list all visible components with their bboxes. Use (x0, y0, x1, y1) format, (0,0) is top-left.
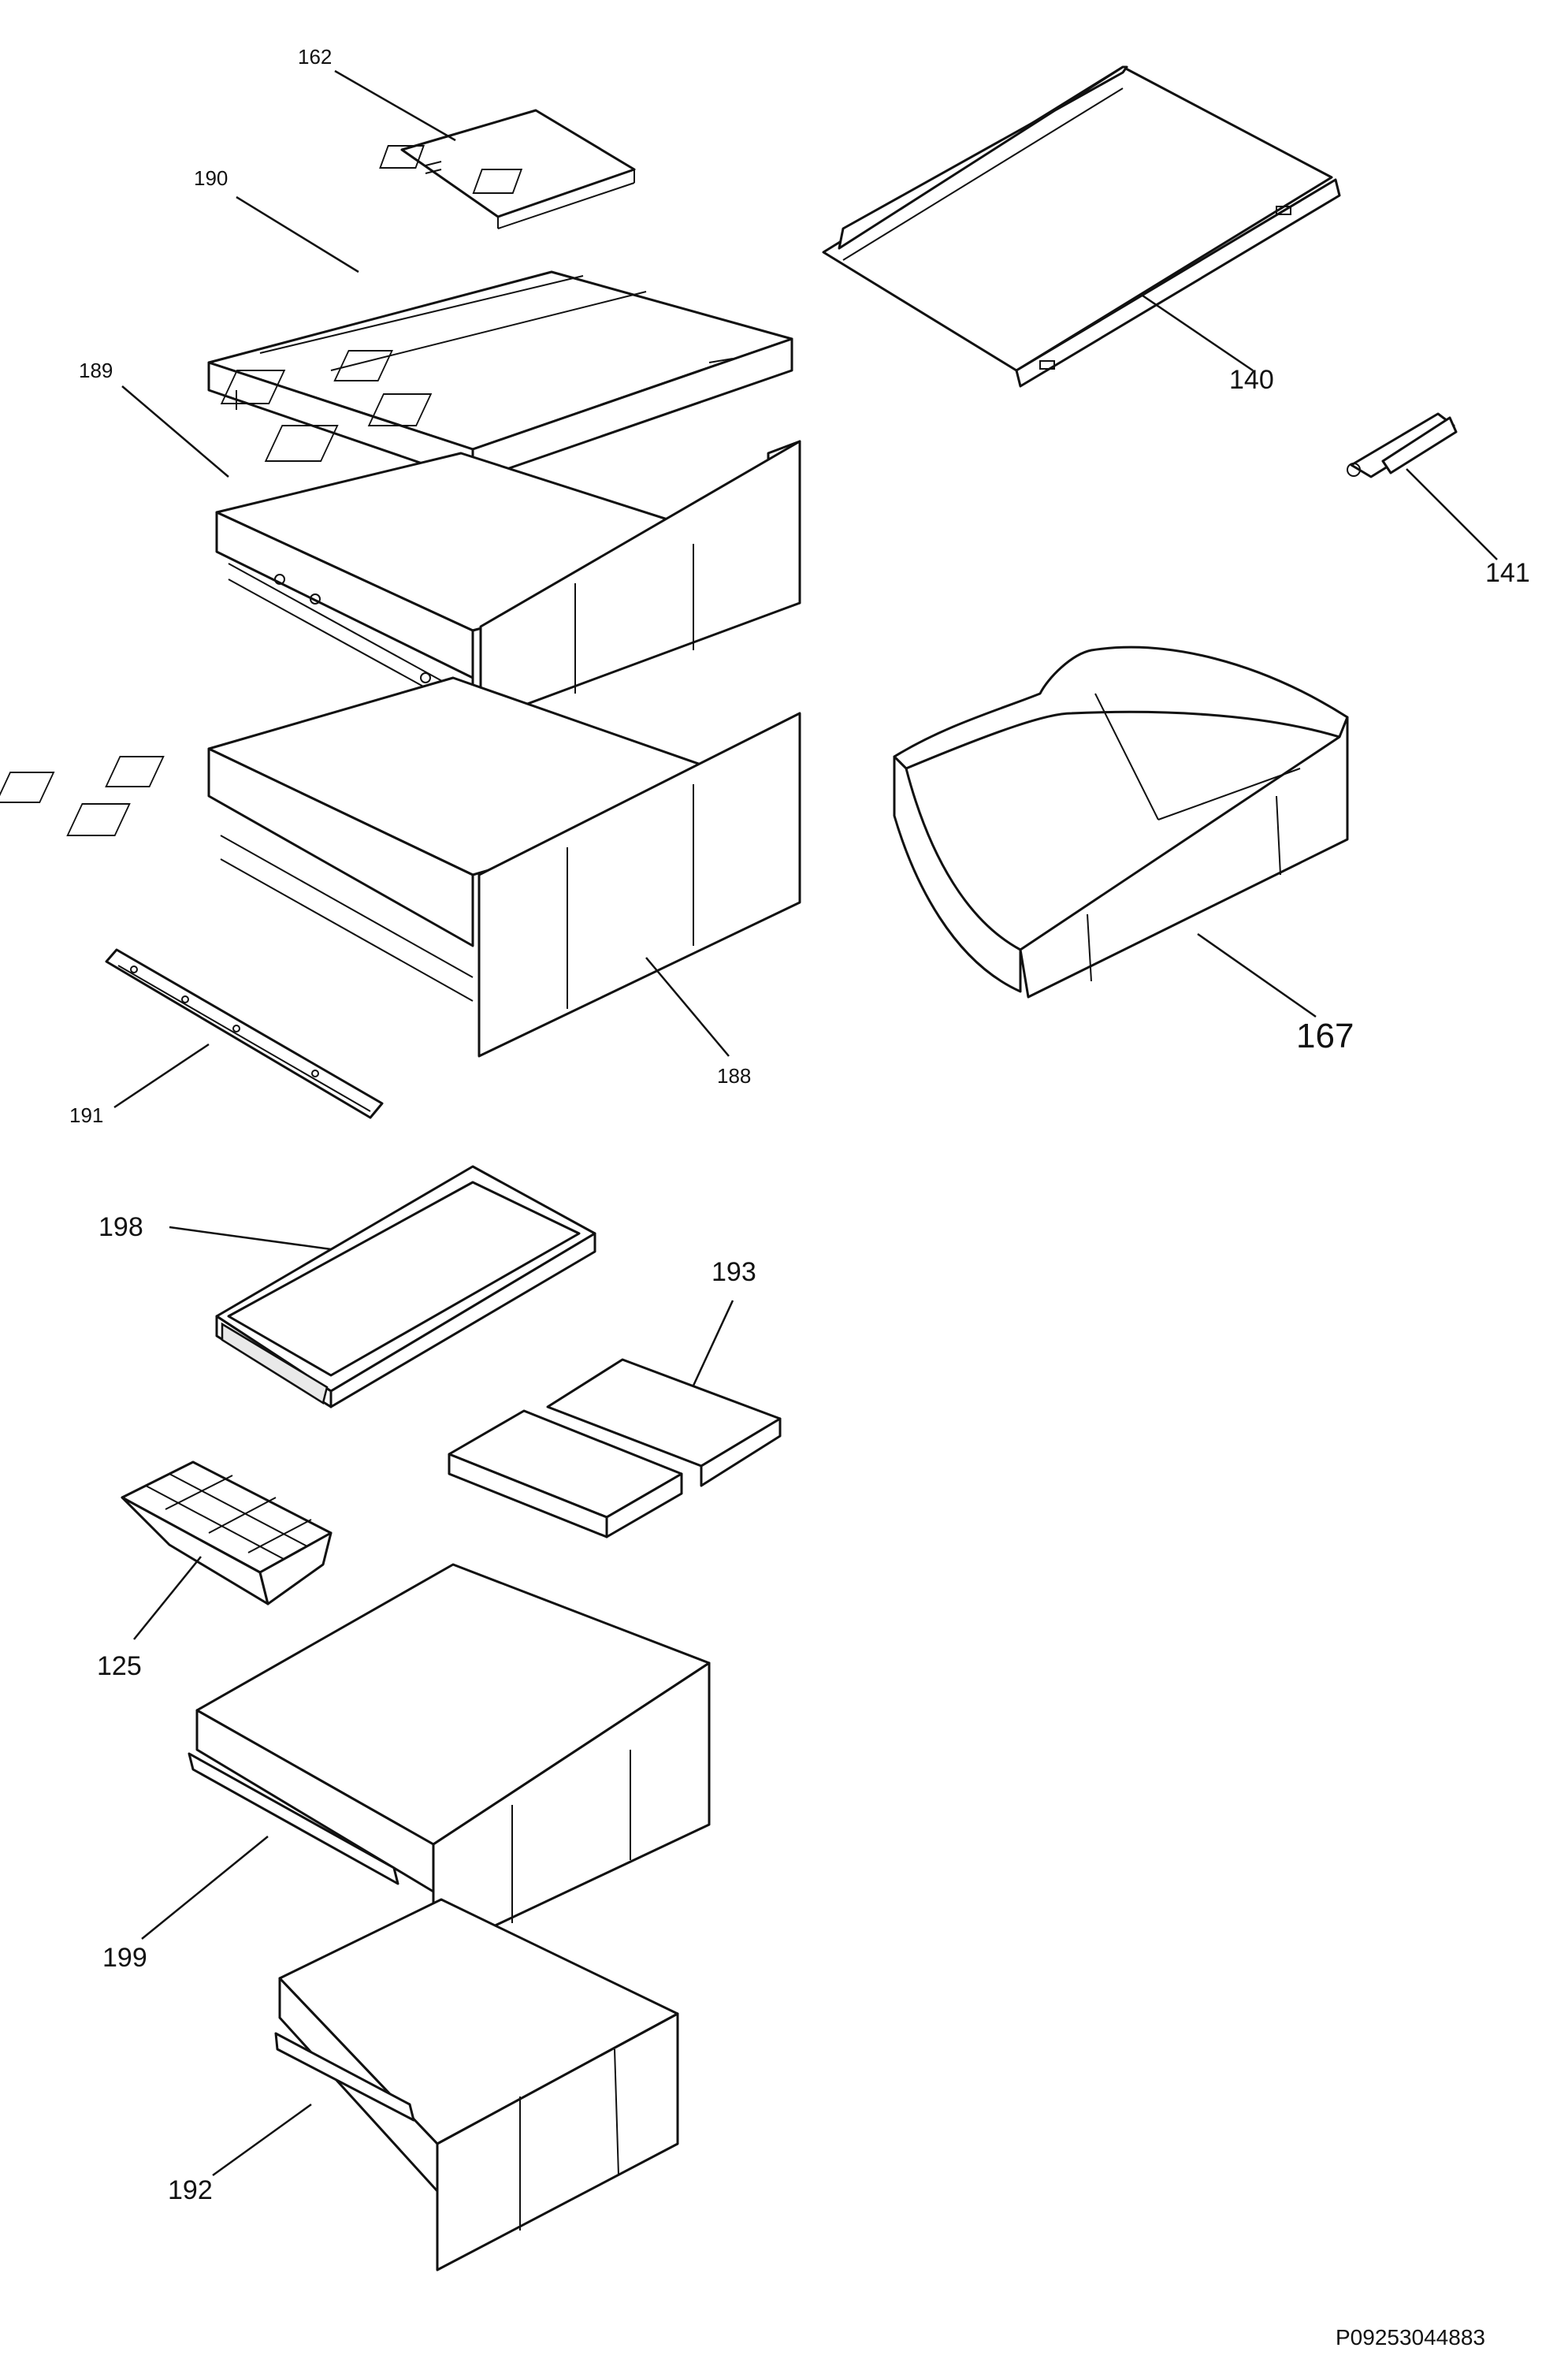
callout-189: 189 (79, 359, 113, 382)
leader-192 (212, 2103, 312, 2177)
part-198-tray (215, 1165, 596, 1408)
part-140-glass-shelf (822, 65, 1341, 388)
part-193-lids (448, 1358, 782, 1538)
callout-191: 191 (69, 1103, 104, 1127)
callout-162: 162 (298, 45, 333, 69)
part-199-upper-crisper-drawer (188, 1563, 711, 1956)
part-190-drawer-cover (207, 270, 793, 482)
callout-198: 198 (98, 1212, 143, 1242)
callout-192: 192 (168, 2175, 213, 2205)
callout-188: 188 (717, 1064, 752, 1088)
callout-140: 140 (1229, 365, 1274, 395)
part-188-lower-drawer (0, 676, 801, 1058)
leader-162 (334, 69, 456, 142)
leader-141 (1406, 468, 1498, 560)
part-125-ice-tray (121, 1460, 333, 1605)
leader-167 (1197, 932, 1317, 1018)
callout-199: 199 (102, 1943, 147, 1973)
leader-193 (692, 1300, 734, 1386)
part-162-cover-plate (379, 109, 636, 229)
part-191-slide-rail (105, 948, 384, 1119)
leader-lines (113, 69, 1498, 2177)
part-141-clip (1347, 412, 1458, 478)
callout-141: 141 (1485, 558, 1530, 588)
leader-140 (1142, 294, 1254, 372)
document-id: P09253044883 (1336, 2325, 1485, 2350)
part-192-lower-crisper-drawer (274, 1898, 679, 2271)
leader-188 (645, 957, 730, 1057)
callout-193: 193 (712, 1257, 756, 1287)
callout-167: 167 (1296, 1017, 1354, 1055)
callout-125: 125 (97, 1651, 142, 1681)
leader-198 (169, 1226, 332, 1251)
leader-199 (141, 1836, 269, 1940)
part-167-crisper-bin (893, 646, 1349, 999)
leader-189 (121, 385, 229, 478)
leader-191 (113, 1043, 210, 1109)
leader-190 (236, 195, 359, 273)
part-189-upper-drawer (215, 440, 801, 723)
leader-125 (133, 1556, 202, 1640)
callout-190: 190 (194, 166, 229, 190)
